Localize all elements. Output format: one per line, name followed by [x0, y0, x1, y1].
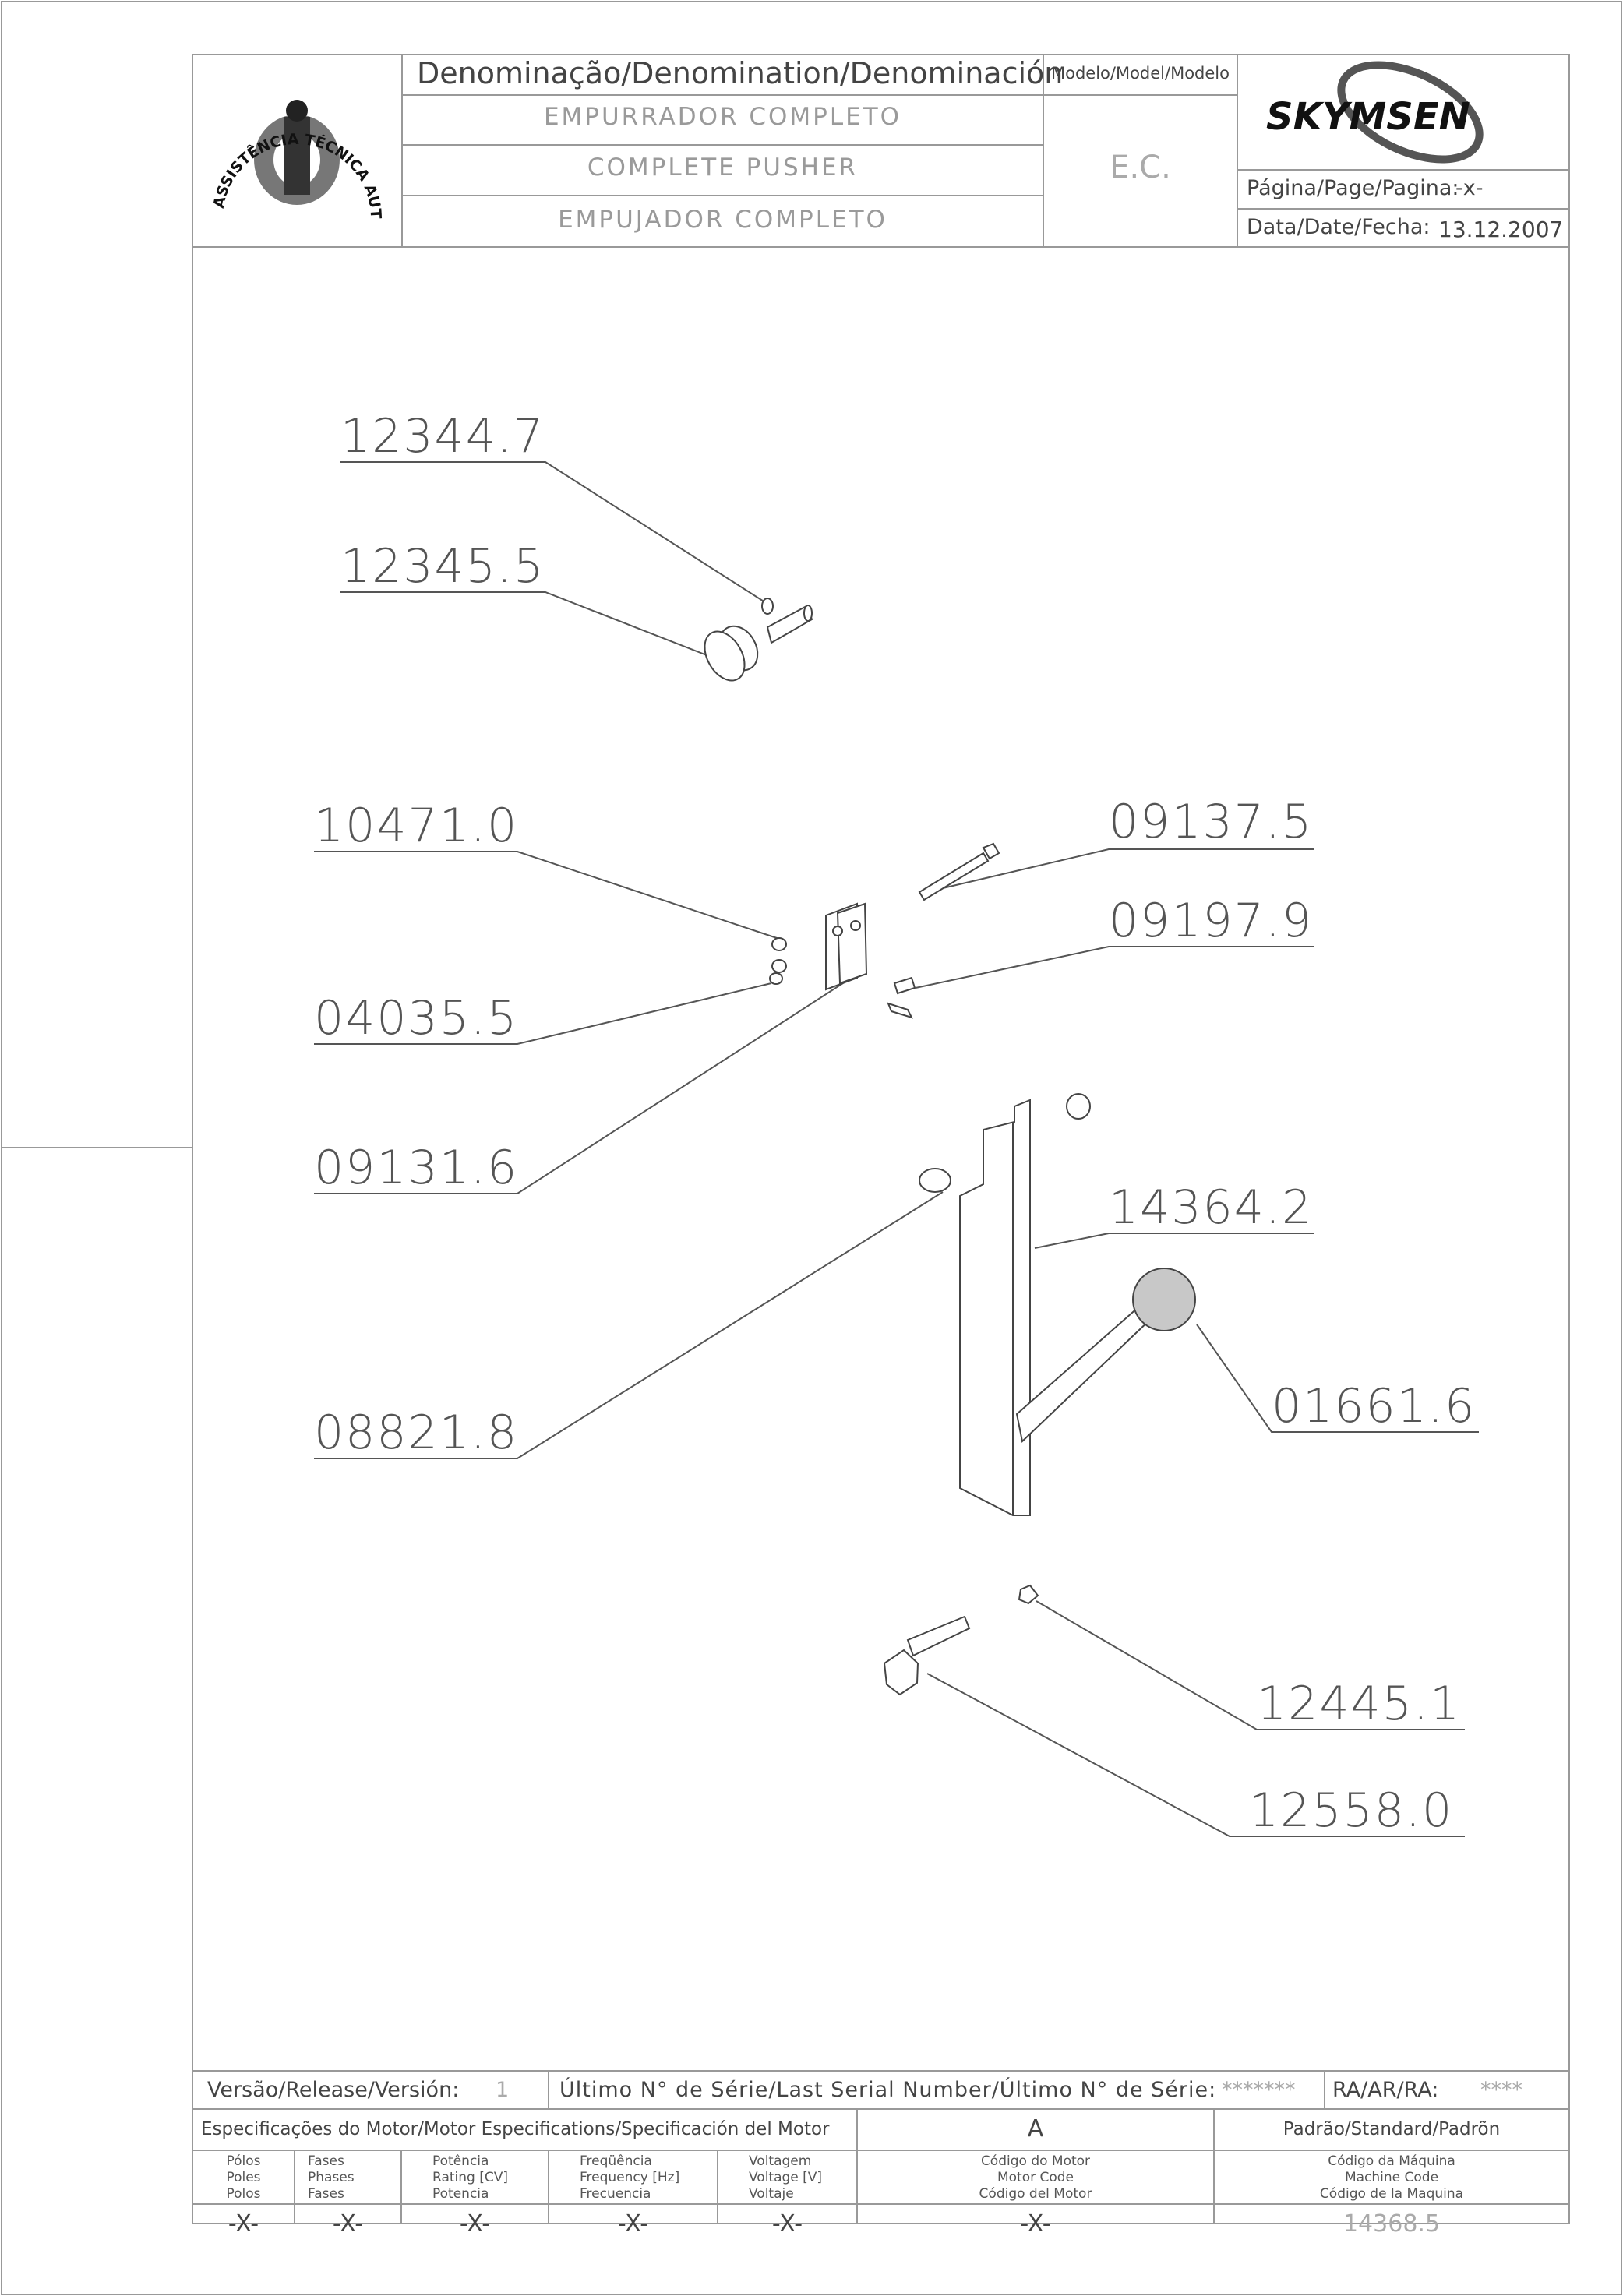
page-value: -x-: [1455, 176, 1484, 200]
col-value-motor-code: -X-: [1020, 2210, 1051, 2238]
part-label: 10471.0: [314, 799, 519, 853]
part-label: 09131.6: [314, 1141, 519, 1195]
col-value-rating: -X-: [459, 2210, 491, 2238]
model-header: Modelo/Model/Modelo: [1050, 64, 1230, 83]
col-header-poles: Pólos Poles Polos: [226, 2153, 261, 2202]
standard-label: Padrão/Standard/Padrõn: [1283, 2119, 1501, 2139]
clevis-assembly: [769, 842, 1000, 1019]
motor-spec-label: Especificações do Motor/Motor Especifica…: [201, 2119, 830, 2139]
col-value-voltage: -X-: [771, 2210, 803, 2238]
part-label: 04035.5: [314, 991, 519, 1046]
part-label: 12344.7: [340, 409, 545, 464]
part-label: 12558.0: [1249, 1783, 1454, 1838]
name-es: EMPUJADOR COMPLETO: [558, 206, 887, 234]
col-value-machine-code: 14368.5: [1343, 2210, 1441, 2238]
knob-assembly: [704, 598, 813, 682]
name-en: COMPLETE PUSHER: [587, 153, 859, 182]
col-header-voltage: Voltagem Voltage [V] Voltaje: [749, 2153, 823, 2202]
stamp-logo: ASSISTÊNCIA TÉCNICA AUTORIZADA: [193, 49, 394, 242]
part-label: 01661.6: [1272, 1379, 1477, 1434]
denomination-header: Denominação/Denomination/Denominación: [417, 56, 1064, 90]
name-pt: EMPURRADOR COMPLETO: [543, 103, 902, 131]
motor-spec-value: A: [1027, 2115, 1044, 2143]
part-label: 12445.1: [1257, 1677, 1462, 1731]
ra-value: ****: [1480, 2078, 1522, 2102]
release-value: 1: [496, 2078, 510, 2102]
col-value-phases: -X-: [332, 2210, 364, 2238]
model-value: E.C.: [1110, 150, 1171, 185]
svg-text:SKYMSEN: SKYMSEN: [1266, 95, 1470, 139]
col-value-poles: -X-: [228, 2210, 259, 2238]
pusher-assembly: [919, 1093, 1196, 1516]
part-label: 09197.9: [1109, 894, 1314, 948]
serial-label: Último N° de Série/Last Serial Number/Úl…: [559, 2078, 1217, 2102]
part-label: 09137.5: [1109, 795, 1314, 849]
col-header-phases: Fases Phases Fases: [308, 2153, 355, 2202]
col-header-motor-code: Código do Motor Motor Code Código del Mo…: [979, 2153, 1092, 2202]
col-header-frequency: Freqüência Frequency [Hz] Frecuencia: [580, 2153, 680, 2202]
col-value-frequency: -X-: [617, 2210, 649, 2238]
ra-label: RA/AR/RA:: [1332, 2078, 1439, 2102]
part-label: 12345.5: [340, 539, 545, 594]
part-label: 14364.2: [1109, 1180, 1314, 1235]
part-label: 08821.8: [314, 1405, 519, 1460]
col-header-rating: Potência Rating [CV] Potencia: [432, 2153, 508, 2202]
release-label: Versão/Release/Versión:: [207, 2078, 460, 2102]
bolt-assembly: [883, 1584, 1039, 1696]
date-label: Data/Date/Fecha:: [1247, 215, 1431, 239]
page-label: Página/Page/Pagina:: [1247, 176, 1459, 200]
brand-logo: SKYMSEN: [1247, 58, 1562, 167]
serial-value: *******: [1222, 2078, 1296, 2102]
date-value: 13.12.2007: [1438, 217, 1564, 242]
col-header-machine-code: Código da Máquina Machine Code Código de…: [1319, 2153, 1464, 2202]
